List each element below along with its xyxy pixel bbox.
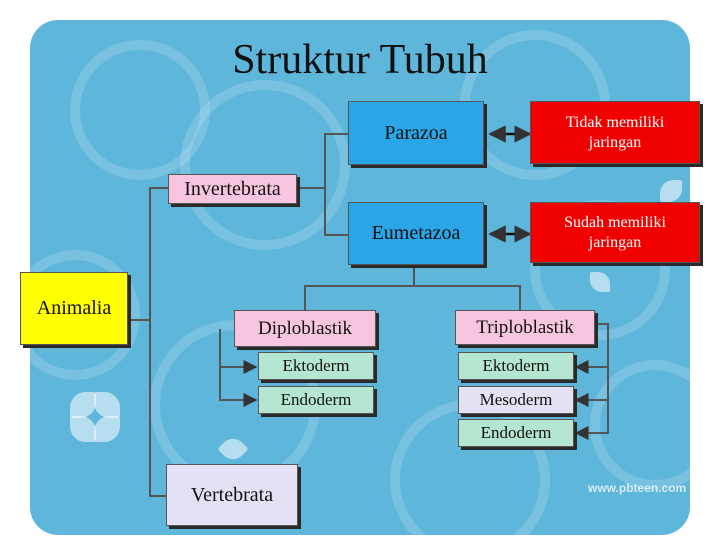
node-animalia: Animalia xyxy=(20,272,128,345)
node-tidak-memiliki-jaringan: Tidak memiliki jaringan xyxy=(530,101,700,164)
decorative-circle xyxy=(180,80,350,250)
page-title: Struktur Tubuh xyxy=(232,37,488,83)
node-triplo-mesoderm: Mesoderm xyxy=(458,386,574,414)
connector-to-parazoa xyxy=(297,133,348,189)
connector-triplo-endoderm xyxy=(574,400,609,440)
connector-to-vertebrata xyxy=(149,320,166,497)
node-triplo-ektoderm: Ektoderm xyxy=(458,352,574,380)
node-triploblastik: Triploblastik xyxy=(455,310,595,345)
node-invertebrata: Invertebrata xyxy=(168,174,297,204)
connector-diplo-endoderm xyxy=(219,367,258,407)
connector-to-eumetazoa xyxy=(324,188,348,236)
node-parazoa: Parazoa xyxy=(348,101,484,165)
decorative-circle xyxy=(590,360,690,490)
node-diploblastik: Diploblastik xyxy=(234,310,376,347)
node-eumetazoa: Eumetazoa xyxy=(348,202,484,265)
decorative-circle xyxy=(30,250,140,380)
node-diplo-endoderm: Endoderm xyxy=(258,386,374,414)
connector-animalia-trunk xyxy=(128,187,168,321)
node-vertebrata: Vertebrata xyxy=(166,464,298,526)
clover-petal-icon xyxy=(660,180,682,202)
connector-to-diploblastik xyxy=(304,285,521,310)
node-sudah-memiliki-jaringan: Sudah memiliki jaringan xyxy=(530,202,700,263)
node-diplo-ektoderm: Ektoderm xyxy=(258,352,374,380)
connector-triplo-ektoderm xyxy=(574,323,609,374)
node-triplo-endoderm: Endoderm xyxy=(458,419,574,447)
watermark: www.pbteen.com xyxy=(588,481,687,495)
connector-triplo-mesoderm xyxy=(574,367,609,407)
